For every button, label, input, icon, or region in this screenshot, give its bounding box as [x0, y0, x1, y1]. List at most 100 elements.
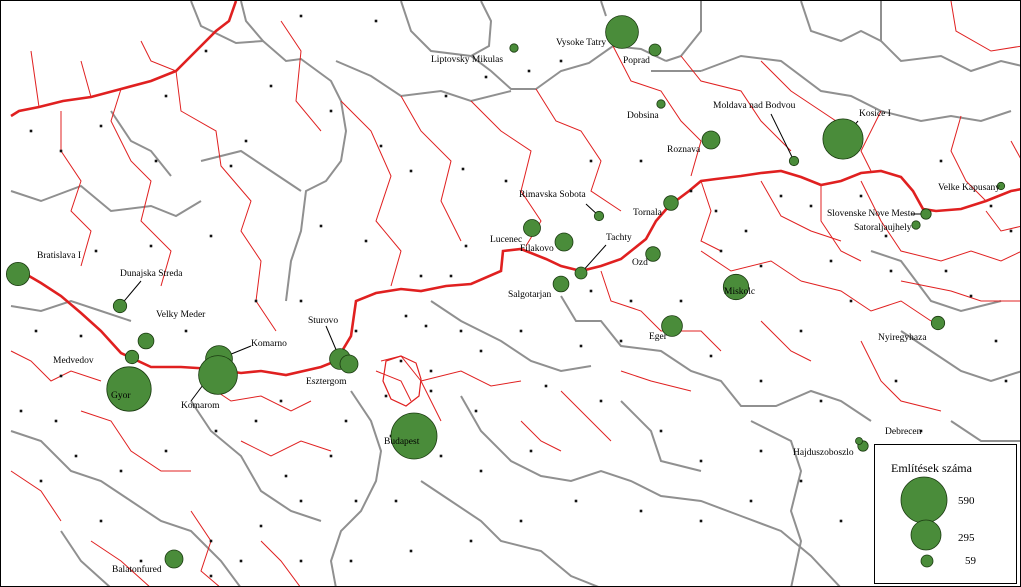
- place-circle[interactable]: [722, 273, 750, 301]
- settlement-dot: [319, 224, 323, 228]
- county-border-line: [190, 510, 220, 586]
- legend-title: Említések száma: [891, 461, 972, 475]
- place-circle[interactable]: [198, 355, 238, 395]
- settlement-dot: [59, 374, 63, 378]
- settlement-dot: [59, 149, 63, 153]
- settlement-dot: [479, 349, 483, 353]
- place-circle[interactable]: [137, 332, 155, 350]
- county-border-line: [612, 45, 702, 177]
- legend-circle-medium: [910, 519, 942, 551]
- region-border-line: [460, 395, 841, 586]
- region-border-line: [190, 1, 348, 302]
- settlement-dot: [149, 244, 153, 248]
- settlement-dot: [849, 299, 853, 303]
- county-border-line: [900, 280, 1020, 302]
- place-label: Dobsina: [627, 111, 659, 121]
- place-circle[interactable]: [911, 220, 921, 230]
- place-label: Lucenec: [490, 235, 522, 245]
- place-label: Bratislava I: [37, 251, 81, 261]
- settlement-dot: [759, 379, 763, 383]
- place-label: Slovenske Nove Mesto: [827, 209, 915, 219]
- place-label: Liptovsky Mikulas: [431, 55, 503, 65]
- settlement-dot: [461, 167, 465, 171]
- county-border-line: [560, 390, 612, 442]
- settlement-dot: [639, 159, 643, 163]
- county-border-line: [700, 250, 802, 282]
- settlement-dot: [839, 519, 843, 523]
- settlement-dot: [54, 419, 58, 423]
- place-circle[interactable]: [788, 155, 800, 167]
- place-circle[interactable]: [552, 275, 570, 293]
- settlement-dot: [659, 429, 663, 433]
- place-circle[interactable]: [509, 43, 519, 53]
- county-border-line: [90, 540, 150, 586]
- place-circle[interactable]: [390, 412, 438, 460]
- place-circle[interactable]: [112, 298, 128, 314]
- leader-line: [770, 113, 795, 162]
- legend-value-medium: 295: [958, 532, 975, 544]
- county-border-line: [240, 440, 332, 457]
- place-circle[interactable]: [605, 15, 639, 49]
- settlement-dot: [889, 269, 893, 273]
- settlement-dot: [819, 399, 823, 403]
- county-border-line: [280, 20, 322, 132]
- place-label: Roznava: [667, 145, 701, 155]
- place-circle[interactable]: [106, 366, 152, 412]
- county-border-line: [175, 70, 277, 332]
- place-label: Gyor: [111, 391, 131, 401]
- settlement-dot: [254, 299, 258, 303]
- place-circle[interactable]: [593, 210, 605, 222]
- settlement-dot: [989, 204, 993, 208]
- settlement-dot: [429, 369, 433, 373]
- settlement-dot: [79, 334, 83, 338]
- place-circle[interactable]: [822, 118, 864, 160]
- county-border-line: [260, 540, 301, 586]
- place-circle[interactable]: [523, 219, 541, 237]
- place-label: Satoraljaujhely: [854, 223, 912, 233]
- place-label: Tornala: [633, 208, 663, 218]
- place-circle[interactable]: [855, 437, 863, 445]
- place-circle[interactable]: [124, 349, 140, 365]
- settlement-dot: [969, 294, 973, 298]
- settlement-dot: [354, 329, 358, 333]
- settlement-dot: [184, 329, 188, 333]
- settlement-dot: [299, 559, 303, 563]
- settlement-dot: [349, 559, 353, 563]
- place-circle[interactable]: [701, 130, 721, 150]
- county-border-line: [80, 410, 191, 472]
- settlement-dot: [419, 274, 423, 278]
- settlement-dot: [994, 339, 998, 343]
- place-circle[interactable]: [656, 99, 666, 109]
- place-circle[interactable]: [663, 195, 679, 211]
- settlement-dot: [714, 209, 718, 213]
- settlement-dot: [679, 299, 683, 303]
- place-circle[interactable]: [339, 354, 359, 374]
- place-label: Budapest: [384, 437, 420, 447]
- region-border-line: [750, 420, 803, 586]
- place-circle[interactable]: [930, 315, 946, 331]
- settlement-dot: [519, 519, 523, 523]
- legend-circle-small: [920, 554, 934, 568]
- place-label: Tachty: [606, 233, 632, 243]
- place-circle[interactable]: [5, 261, 31, 286]
- region-border-line: [190, 400, 322, 522]
- place-circle[interactable]: [920, 208, 932, 220]
- place-circle[interactable]: [554, 232, 574, 252]
- settlement-dot: [39, 479, 43, 483]
- national-border: [10, 1, 1020, 377]
- place-label: Velky Meder: [156, 310, 206, 320]
- place-label: Balatonfured: [112, 564, 162, 575]
- place-circle[interactable]: [645, 246, 661, 262]
- settlement-dot: [639, 509, 643, 513]
- settlement-dot: [699, 519, 703, 523]
- place-circle[interactable]: [164, 549, 184, 569]
- region-border-line: [560, 295, 872, 422]
- place-circle[interactable]: [661, 315, 683, 337]
- place-circle[interactable]: [648, 43, 662, 57]
- place-circle[interactable]: [574, 266, 588, 280]
- settlement-dot: [759, 264, 763, 268]
- place-circle[interactable]: [996, 181, 1006, 191]
- settlement-dot: [379, 144, 383, 148]
